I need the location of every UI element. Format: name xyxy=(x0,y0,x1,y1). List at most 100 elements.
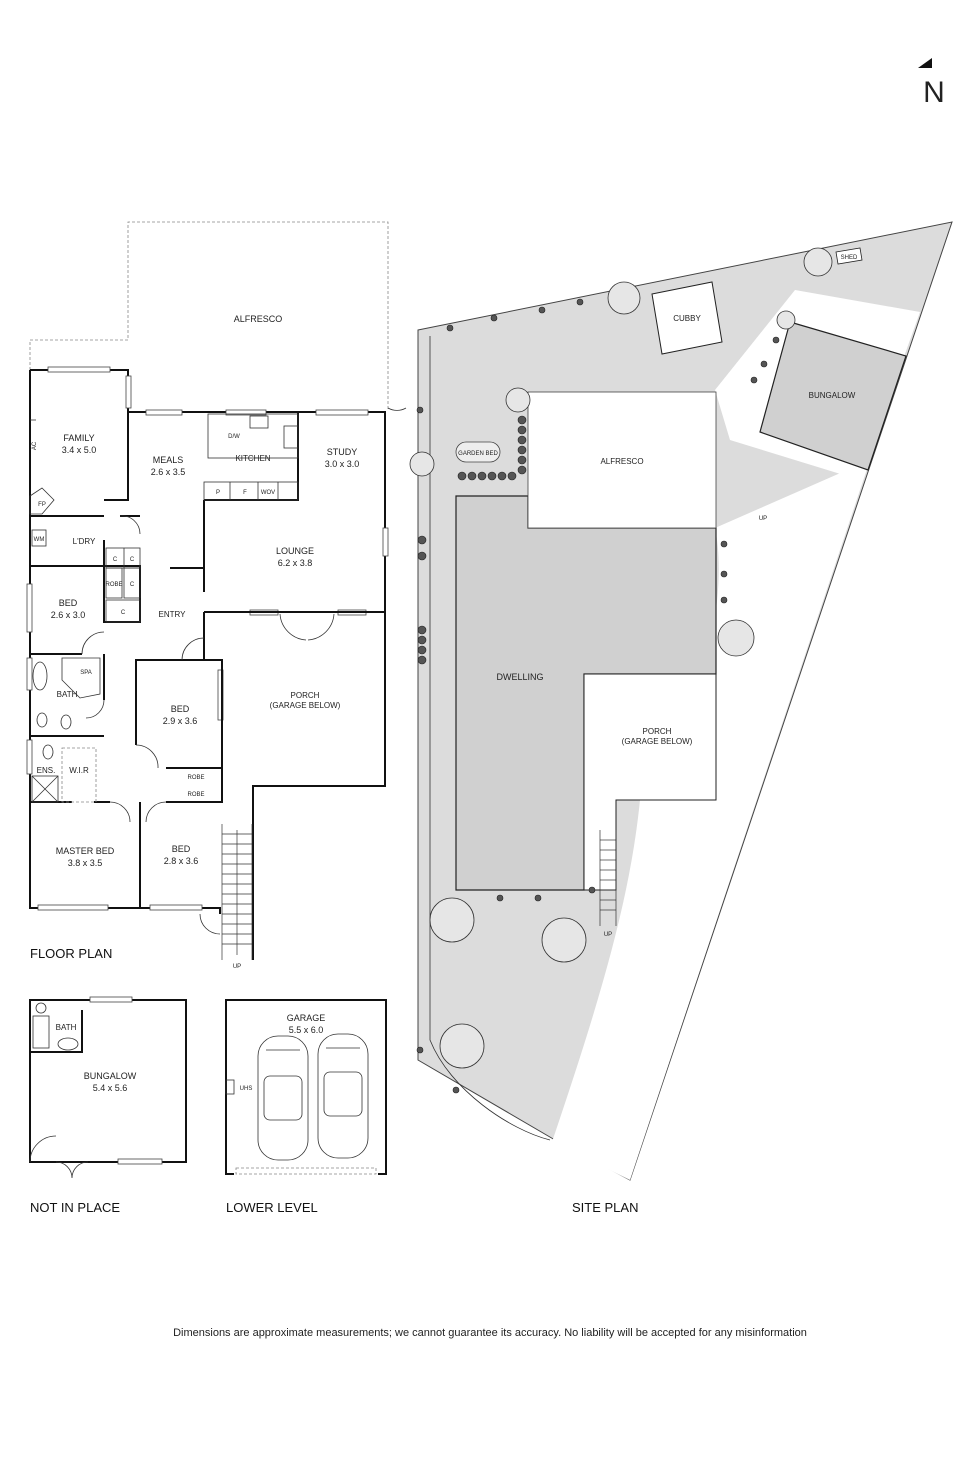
bed3-name: BED xyxy=(172,844,191,854)
bed1-size: 2.6 x 3.0 xyxy=(51,610,86,620)
study-size: 3.0 x 3.0 xyxy=(325,459,360,469)
fireplace-label: FP xyxy=(38,502,46,508)
not-in-place-heading: NOT IN PLACE xyxy=(30,1200,120,1215)
lounge-size: 6.2 x 3.8 xyxy=(278,558,313,568)
wall-oven-label: WOV xyxy=(261,490,275,496)
site-tree-4 xyxy=(505,387,531,413)
stairs-up-label: UP xyxy=(233,964,241,970)
cupboard-label-4: C xyxy=(121,610,126,616)
kitchen-bench xyxy=(207,413,299,459)
site-tree-3 xyxy=(776,310,796,330)
laundry-label: L'DRY xyxy=(73,537,96,546)
site-tree-8 xyxy=(541,917,587,963)
car-right-body xyxy=(317,1033,369,1159)
main-floor-plan: ALFRESCO xyxy=(26,221,407,970)
bed1-window xyxy=(26,583,33,633)
bath-window xyxy=(26,657,33,691)
garage-name: GARAGE xyxy=(287,1013,326,1023)
north-compass: N xyxy=(918,58,945,109)
site-tree-5 xyxy=(409,451,435,477)
alfresco-label: ALFRESCO xyxy=(234,314,283,324)
entry-door xyxy=(181,637,205,661)
bed3-door xyxy=(145,801,167,823)
car-right-cabin xyxy=(323,1071,363,1117)
shower-icon xyxy=(31,775,59,803)
family-name: FAMILY xyxy=(63,433,94,443)
meals-name: MEALS xyxy=(153,455,184,465)
house-outer-wall-west xyxy=(29,370,221,914)
cooktop-icon xyxy=(283,425,299,449)
bed1-name: BED xyxy=(59,598,78,608)
toilet-icon xyxy=(36,712,48,728)
site-dwelling-label: DWELLING xyxy=(496,672,543,682)
bed2-size: 2.9 x 3.6 xyxy=(163,716,198,726)
bidet-icon xyxy=(60,714,72,730)
vanity-basin-icon xyxy=(32,661,48,691)
bed3-window xyxy=(149,904,203,911)
study-name: STUDY xyxy=(327,447,358,457)
lower-level-heading: LOWER LEVEL xyxy=(226,1200,318,1215)
north-arrow-icon xyxy=(918,58,932,68)
porch-name: PORCH xyxy=(291,691,320,700)
ens-toilet-icon xyxy=(42,744,54,760)
site-cubby-label: CUBBY xyxy=(673,314,701,323)
compass-label: N xyxy=(923,76,945,109)
wir-outline xyxy=(61,747,97,803)
master-door xyxy=(109,801,131,823)
robe-label-2: ROBE xyxy=(187,792,204,798)
site-porch xyxy=(583,673,717,891)
site-shed xyxy=(835,247,863,265)
wir-label: W.I.R xyxy=(69,766,89,775)
cupboards xyxy=(105,547,141,569)
cupboard-label-3: C xyxy=(130,582,135,588)
bungalow-bath-icon xyxy=(32,1015,50,1049)
meals-size: 2.6 x 3.5 xyxy=(151,467,186,477)
family-meals-wall xyxy=(104,412,129,501)
garage-door-outline xyxy=(235,1167,377,1175)
family-size: 3.4 x 5.0 xyxy=(62,445,97,455)
site-alfresco-label: ALFRESCO xyxy=(600,457,643,466)
pantry-row xyxy=(203,481,299,501)
pantry-label: P xyxy=(216,490,220,496)
master-size: 3.8 x 3.5 xyxy=(68,858,103,868)
car-icon-right xyxy=(317,1033,369,1159)
ensuite-label: ENS. xyxy=(37,766,56,775)
bath-door xyxy=(85,699,105,719)
bungalow-basin-icon xyxy=(57,1037,79,1051)
study-window xyxy=(315,409,369,416)
site-cubby xyxy=(651,281,723,355)
lounge-window xyxy=(382,527,389,557)
ac-label: AC xyxy=(32,441,38,450)
robe-label-1: ROBE xyxy=(187,775,204,781)
fridge-label: F xyxy=(243,490,247,496)
site-bungalow xyxy=(759,321,907,471)
entry-side-door xyxy=(199,913,221,935)
site-shed-label: SHED xyxy=(841,255,858,261)
shower-cross-2 xyxy=(31,775,59,803)
bungalow-size: 5.4 x 5.6 xyxy=(93,1083,128,1093)
garage-size: 5.5 x 6.0 xyxy=(289,1025,324,1035)
car-left-cabin xyxy=(263,1075,303,1121)
bungalow-window-south xyxy=(117,1158,163,1165)
porch-double-door xyxy=(279,613,335,641)
master-name: MASTER BED xyxy=(56,846,115,856)
car-left-body xyxy=(257,1035,309,1161)
bed2-walls xyxy=(135,659,223,803)
site-tree-9 xyxy=(439,1023,485,1069)
bath-label: BATH xyxy=(57,690,78,699)
bungalow-walls xyxy=(29,999,187,1163)
garage-plan: UHS GARAGE 5.5 x 6.0 xyxy=(225,999,387,1175)
alfresco-door xyxy=(387,407,407,411)
site-plan-heading: SITE PLAN xyxy=(572,1200,638,1215)
master-window xyxy=(37,904,109,911)
laundry-door xyxy=(119,515,141,535)
bungalow-bath-label: BATH xyxy=(56,1023,77,1032)
wm-label: WM xyxy=(34,537,45,543)
family-east-window xyxy=(125,375,132,409)
bungalow-double-door xyxy=(55,1161,89,1179)
bungalow-name: BUNGALOW xyxy=(84,1071,137,1081)
site-driveway-area xyxy=(552,460,870,1180)
bed2-name: BED xyxy=(171,704,190,714)
floor-plan-stairs xyxy=(221,824,253,960)
robe-cupboard xyxy=(105,567,123,599)
